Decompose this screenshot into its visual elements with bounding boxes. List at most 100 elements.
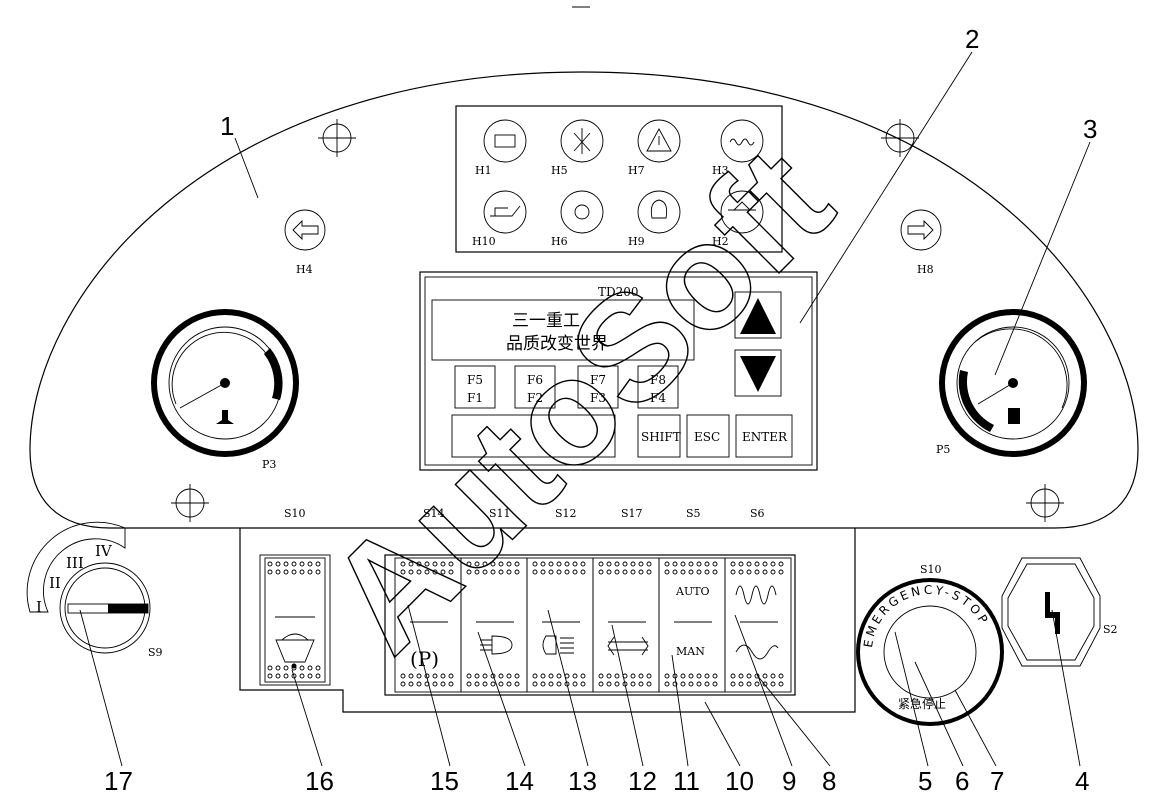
- callout-10: 10: [725, 766, 754, 796]
- switch-dot: [712, 569, 718, 575]
- hazard-switch[interactable]: [592, 557, 660, 693]
- ignition-pos-1: I: [36, 598, 42, 616]
- callout-7: 7: [990, 766, 1004, 796]
- mount-mark-bottom-right: [1026, 484, 1064, 522]
- switch-dot: [400, 673, 406, 679]
- horn-button[interactable]: S2: [1001, 557, 1118, 667]
- callout-numbers: 1 2 3 4 5 6 7 8 9 10 11 12 13 14 15 16 1…: [104, 24, 1097, 796]
- switch-dot: [572, 569, 578, 575]
- switch-dot: [408, 673, 414, 679]
- svg-text:P3: P3: [262, 458, 276, 471]
- switch-dot: [770, 561, 776, 567]
- switch-dot: [490, 569, 496, 575]
- switch-dot: [680, 569, 686, 575]
- warning-triangle-icon: [646, 128, 672, 152]
- svg-text:S9: S9: [148, 646, 163, 659]
- switch-dot: [498, 561, 504, 567]
- callout-8: 8: [822, 766, 836, 796]
- switch-dot: [432, 561, 438, 567]
- switch-dot: [606, 561, 612, 567]
- callout-6: 6: [955, 766, 969, 796]
- work-light-switch[interactable]: [526, 557, 594, 693]
- battery-icon: [494, 134, 516, 148]
- lamp-h1: H1: [475, 119, 527, 177]
- svg-text:F7: F7: [590, 373, 606, 387]
- switch-dot: [672, 569, 678, 575]
- fuel-pump-icon: [1008, 408, 1020, 424]
- switch-dot: [638, 681, 644, 687]
- switch-dot: [730, 681, 736, 687]
- switch-dot: [416, 681, 422, 687]
- switch-dot: [688, 569, 694, 575]
- switch-panel-outline: [239, 528, 856, 713]
- switch-dot: [778, 673, 784, 679]
- switch-dot: [598, 569, 604, 575]
- auto-man-switch[interactable]: [658, 557, 726, 693]
- switch-dot: [440, 561, 446, 567]
- switch-dot: [440, 673, 446, 679]
- switch-dot: [498, 569, 504, 575]
- switch-dot: [730, 561, 736, 567]
- switch-dot: [704, 561, 710, 567]
- wiper-rocker-switch[interactable]: [264, 557, 326, 683]
- switch-dot: [630, 673, 636, 679]
- switch-dot: [572, 673, 578, 679]
- lamp-h7: H7: [628, 119, 681, 177]
- arrow-down-button[interactable]: [734, 349, 782, 397]
- switch-dot: [548, 569, 554, 575]
- high-vibration-icon: [735, 585, 777, 605]
- switch-dot: [448, 681, 454, 687]
- ignition-key-switch[interactable]: I II III IV S9: [26, 521, 163, 659]
- switch-dot: [540, 681, 546, 687]
- triangle-down-icon: [740, 356, 776, 392]
- switch-dot: [664, 561, 670, 567]
- switch-dot: [738, 681, 744, 687]
- switch-dot: [622, 561, 628, 567]
- enter-key[interactable]: ENTER: [735, 414, 793, 458]
- switch-dot: [746, 561, 752, 567]
- switch-dot: [474, 673, 480, 679]
- switch-dot: [778, 569, 784, 575]
- switch-dot: [606, 673, 612, 679]
- gauge-fuel-level: P5: [936, 309, 1087, 457]
- key-f7-f3[interactable]: F7 F3: [577, 365, 619, 409]
- ignition-pos-2: II: [49, 574, 61, 592]
- arrow-up-button[interactable]: [734, 291, 782, 339]
- rocker-switches: [394, 557, 792, 693]
- switch-dot: [680, 673, 686, 679]
- watermark: AutoSoft: [296, 116, 862, 682]
- ignition-pos-4: IV: [95, 542, 113, 560]
- preheat-coil-icon: [729, 138, 755, 146]
- switch-dot: [770, 681, 776, 687]
- switch-dot: [564, 561, 570, 567]
- blank-key[interactable]: [451, 414, 616, 458]
- switch-dot: [482, 561, 488, 567]
- switch-dot: [646, 569, 652, 575]
- key-f8-f4[interactable]: F8 F4: [637, 365, 679, 409]
- switch-dot: [746, 569, 752, 575]
- callout-12: 12: [628, 766, 657, 796]
- switch-dot: [514, 561, 520, 567]
- switch-dot: [540, 569, 546, 575]
- esc-key[interactable]: ESC: [686, 414, 730, 458]
- switch-dot: [466, 681, 472, 687]
- svg-text:S10: S10: [920, 563, 942, 576]
- emergency-stop-button[interactable]: S10 EMERGENCY-STOP 紧急停止: [856, 563, 1004, 726]
- svg-text:H9: H9: [628, 235, 645, 248]
- switch-dot: [532, 681, 538, 687]
- shift-key[interactable]: SHIFT: [637, 414, 681, 458]
- wiper-icon: [275, 633, 315, 663]
- switch-dot: [556, 681, 562, 687]
- switch-dot: [746, 673, 752, 679]
- switch-dot: [762, 569, 768, 575]
- vibration-switch[interactable]: [724, 557, 792, 693]
- key-f5-f1[interactable]: F5 F1: [454, 365, 496, 409]
- switch-dot: [664, 681, 670, 687]
- switch-dot: [416, 569, 422, 575]
- key-f6-f2[interactable]: F6 F2: [514, 365, 556, 409]
- label-s14: S14: [423, 507, 445, 520]
- switch-dot: [638, 673, 644, 679]
- svg-text:H2: H2: [712, 235, 729, 248]
- label-s12: S12: [555, 507, 577, 520]
- indicator-lamp-panel: [455, 105, 783, 253]
